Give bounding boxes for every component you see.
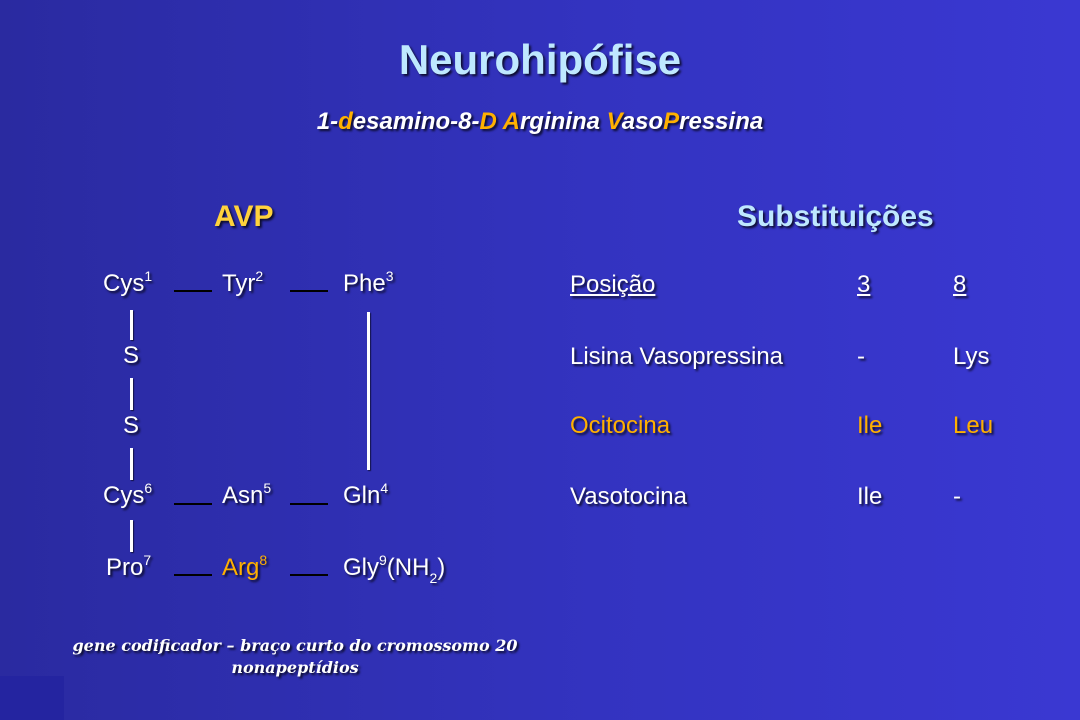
sulfur-top: S bbox=[123, 342, 140, 369]
residue-arg8: Arg8 bbox=[222, 552, 268, 581]
avp-heading: AVP bbox=[214, 200, 274, 233]
disulfide-bond bbox=[130, 448, 133, 480]
table-cell-pos8: Lys bbox=[953, 343, 990, 370]
sulfur-bottom: S bbox=[123, 412, 140, 439]
table-cell-pos3: Ile bbox=[857, 483, 883, 510]
residue-tyr2: Tyr2 bbox=[222, 268, 264, 297]
peptide-bond-vertical bbox=[130, 520, 133, 552]
peptide-bond bbox=[174, 503, 212, 505]
table-cell-name: Vasotocina bbox=[570, 483, 687, 510]
slide-subtitle: 1-desamino-8-D Arginina VasoPressina bbox=[0, 108, 1080, 136]
subtitle-part: rginina bbox=[519, 108, 607, 135]
footer-note: gene codificador – braço curto do cromos… bbox=[40, 635, 550, 679]
subtitle-highlight: D bbox=[479, 108, 497, 135]
subtitle-part: ressina bbox=[679, 108, 764, 135]
subtitle-highlight: V bbox=[606, 108, 622, 135]
subtitle-highlight: d bbox=[338, 108, 353, 135]
subtitle-part: 1- bbox=[316, 108, 339, 135]
subtitle-part: aso bbox=[621, 108, 664, 135]
peptide-bond bbox=[174, 574, 212, 576]
table-cell-pos8: - bbox=[953, 483, 961, 510]
residue-cys6: Cys6 bbox=[103, 480, 153, 509]
table-cell-name: Ocitocina bbox=[570, 412, 671, 439]
ring-bond bbox=[367, 312, 370, 470]
residue-gln4: Gln4 bbox=[343, 480, 389, 509]
footer-line: nonapeptídios bbox=[231, 658, 359, 677]
residue-gly9: Gly9(NH2) bbox=[343, 552, 446, 586]
table-cell-pos3: - bbox=[857, 343, 865, 370]
footer-line: gene codificador – braço curto do cromos… bbox=[72, 636, 518, 655]
disulfide-bond bbox=[130, 378, 133, 410]
subtitle-highlight: A bbox=[502, 108, 520, 135]
residue-pro7: Pro7 bbox=[106, 552, 152, 581]
peptide-bond bbox=[290, 574, 328, 576]
slide-title: Neurohipófise bbox=[398, 36, 682, 83]
subtitle-highlight: P bbox=[663, 108, 680, 135]
peptide-bond bbox=[174, 290, 212, 292]
substituicoes-heading: Substituições bbox=[737, 200, 934, 233]
table-header-3: 3 bbox=[857, 271, 871, 298]
disulfide-bond bbox=[130, 310, 133, 340]
peptide-bond bbox=[290, 503, 328, 505]
table-cell-pos8: Leu bbox=[953, 412, 994, 439]
table-header-8: 8 bbox=[953, 271, 967, 298]
residue-cys1: Cys1 bbox=[103, 268, 153, 297]
subtitle-part: esamino-8- bbox=[352, 108, 480, 135]
corner-decoration bbox=[0, 676, 64, 720]
table-header-position: Posição bbox=[570, 271, 656, 298]
peptide-bond bbox=[290, 290, 328, 292]
residue-asn5: Asn5 bbox=[222, 480, 272, 509]
residue-phe3: Phe3 bbox=[343, 268, 394, 297]
table-cell-name: Lisina Vasopressina bbox=[570, 343, 784, 370]
table-cell-pos3: Ile bbox=[857, 412, 883, 439]
